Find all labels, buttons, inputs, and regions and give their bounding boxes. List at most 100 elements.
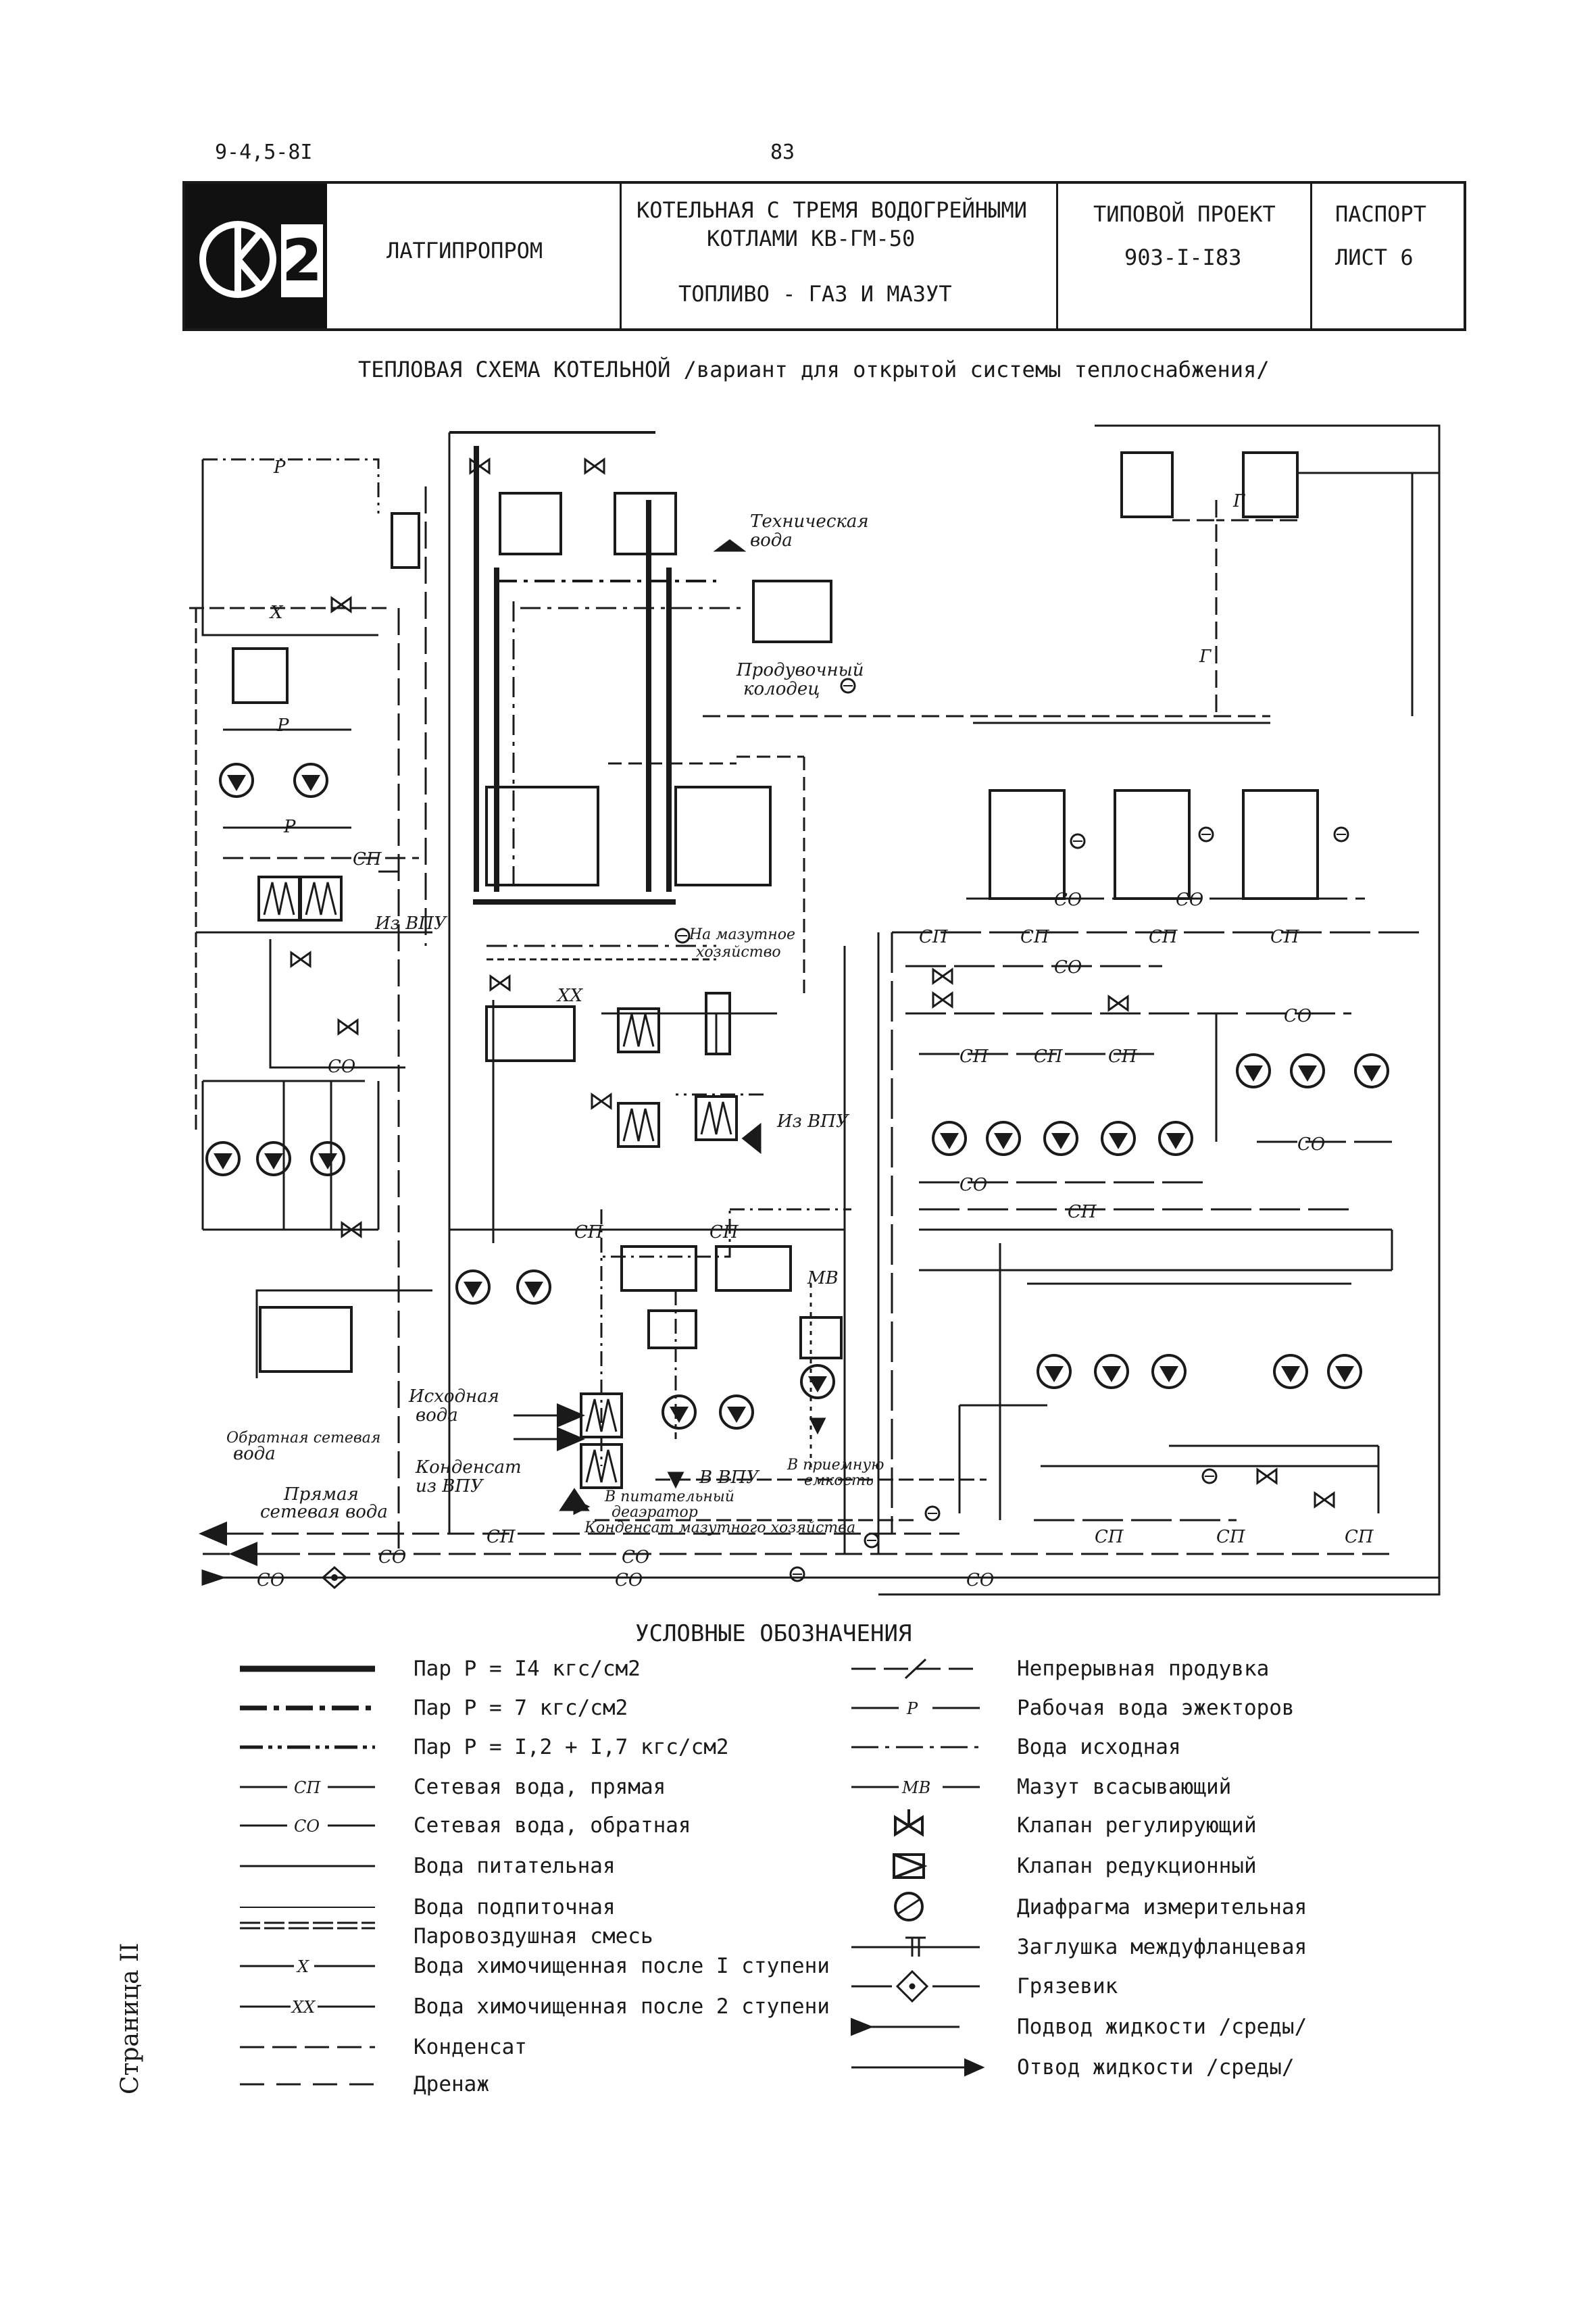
pump-icon [455,1269,491,1305]
ejector-icon [391,512,420,569]
logo: 2 [185,184,327,328]
label-to-deaerator-2: деаэратор [612,1504,698,1521]
label-condensate-2: из ВПУ [416,1476,484,1496]
deaerator-1-icon [499,492,562,555]
mark-so: СО [328,1057,355,1077]
side-page-label: Страница II [116,1942,144,2094]
mark-xx: XX [556,986,584,1006]
legend-item-net-return: Сетевая вода, обратная [414,1813,691,1838]
valve-icon [330,597,352,613]
pumps [205,763,1389,1430]
supply-arrow-icon [741,1122,762,1155]
pump-icon [1290,1053,1325,1088]
mark-so: СО [966,1570,994,1590]
legend-item-supply: Подвод жидкости /среды/ [1017,2015,1307,2039]
title-block: 2 ЛАТГИПРОПРОМ КОТЕЛЬНАЯ С ТРЕМЯ ВОДОГРЕ… [182,181,1466,331]
mark-so: СО [1054,890,1082,910]
deaerator-2-icon [614,492,677,555]
diaphragm-icon [674,928,691,944]
pump-icon [1043,1121,1078,1156]
label-from-vpu-2: Из ВПУ [776,1111,850,1132]
logo-number: 2 [281,224,323,297]
legend-mark-sp: СП [294,1778,321,1797]
passport-cell: ПАСПОРТ ЛИСТ 6 [1312,184,1466,328]
legend-item-feed-water: Вода питательная [414,1854,616,1878]
valve-icon [290,951,311,967]
label-to-deaerator-1: В питательный [604,1488,734,1505]
legend-item-mud-trap: Грязевик [1017,1974,1118,1998]
project-line-3: ТОПЛИВО - ГАЗ И МАЗУТ [678,281,952,307]
mark-sp: СП [1149,927,1178,947]
diaphragm-icon [1198,826,1214,842]
mark-sp: СП [1270,927,1300,947]
type-project-line-2: 903-I-I83 [1124,245,1242,270]
diagram-lines [189,424,1441,1596]
diaphragm-icon [924,1505,941,1521]
label-fuel-oil-1: На мазутное [689,926,795,943]
gas-unit-1-icon [1120,451,1174,518]
mark-sp: СП [919,927,949,947]
label-fuel-oil-2: хозяйство [696,944,781,961]
label-tech-water-1: Техническая [750,511,869,532]
legend-mark-xx: XX [291,1998,316,2017]
pump-icon [310,1141,345,1176]
pump-icon [1151,1354,1187,1389]
mark-sp: СП [959,1047,989,1067]
valve-icon [469,458,491,474]
mark-so: СО [1297,1134,1325,1155]
valve-icon [591,1093,612,1109]
pump-icon [1158,1121,1193,1156]
type-project-line-1: ТИПОВОЙ ПРОЕКТ [1093,201,1276,227]
heater-1-icon [485,786,599,886]
diaphragm-icon [840,678,856,694]
legend-item-drain: Дренаж [414,2072,489,2096]
mark-so: СО [1176,890,1203,910]
pump-icon [516,1269,551,1305]
label-tech-water-2: вода [750,530,793,551]
legend-mark-x: X [296,1957,309,1976]
valve-icon [584,458,605,474]
separator-icon [705,992,731,1055]
label-source-water-1: Исходная [408,1386,499,1407]
fuel-heater-icon [485,1005,576,1062]
valve-icon [932,968,953,984]
legend-valve-red-icon [893,1853,925,1879]
schema-title: ТЕПЛОВАЯ СХЕМА КОТЕЛЬНОЙ /вариант для от… [358,357,1270,382]
label-direct-net-1: Прямая [283,1484,359,1505]
pump-icon [1327,1354,1362,1389]
label-from-vpu-1: Из ВПУ [374,913,448,934]
legend-mark-mv: МВ [901,1778,930,1797]
label-cond-oil: Конденсат мазутного хозяйства [584,1519,855,1536]
passport-line-2: ЛИСТ 6 [1335,245,1414,270]
mark-sp: СП [1108,1047,1138,1067]
mark-so: СО [959,1175,987,1195]
heater-2-icon [674,786,772,886]
passport-line-1: ПАСПОРТ [1335,201,1426,227]
heat-exchanger-4-icon [617,1102,660,1148]
type-project-cell: ТИПОВОЙ ПРОЕКТ 903-I-I83 [1058,184,1312,328]
boiler-1-icon [989,789,1066,900]
page-number: 83 [770,141,795,164]
mud-trap-icon [321,1565,348,1590]
legend-item-steam-14: Пар Р = I4 кгс/см2 [414,1657,641,1681]
flow-arrows [199,539,826,1586]
mark-so: СО [1054,957,1082,978]
mark-r: Р [283,817,296,837]
mark-r: Р [276,715,289,736]
legend-item-net-direct: Сетевая вода, прямая [414,1775,666,1799]
legend-item-source-water: Вода исходная [1017,1735,1181,1759]
pump-icon [1236,1053,1271,1088]
legend-title: УСЛОВНЫЕ ОБОЗНАЧЕНИЯ [635,1620,912,1647]
mark-x: X [269,603,284,623]
mark-sp: СП [353,849,382,870]
purge-tank-icon [752,580,832,643]
drain-arrow-icon [667,1472,684,1489]
pump-icon [1101,1121,1136,1156]
heat-exchanger-1-icon [257,876,301,922]
tank-bottom-left-icon [259,1306,353,1373]
project-cell: КОТЕЛЬНАЯ С ТРЕМЯ ВОДОГРЕЙНЫМИ КОТЛАМИ К… [622,184,1058,328]
equipment [232,451,1319,1373]
legend-item-outflow: Отвод жидкости /среды/ [1017,2055,1295,2080]
label-to-vpu: В ВПУ [699,1467,760,1488]
tank-left-icon [232,647,289,704]
